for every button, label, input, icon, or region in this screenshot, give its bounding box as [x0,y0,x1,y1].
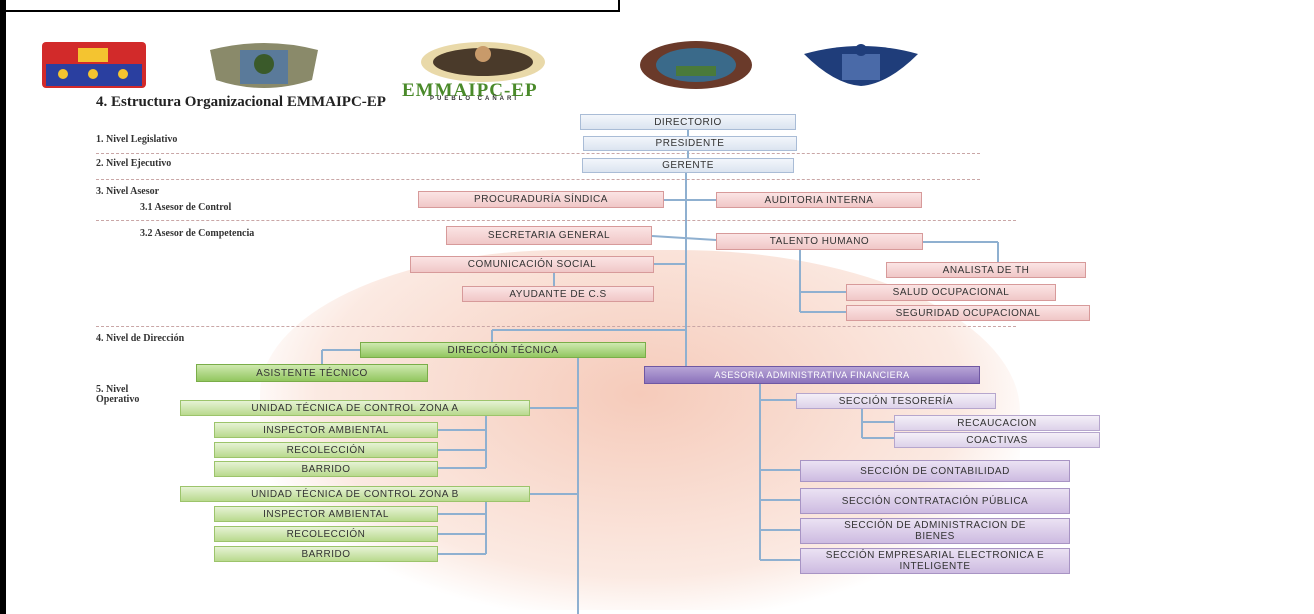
box-inspector-b: INSPECTOR AMBIENTAL [214,506,438,522]
box-salud: SALUD OCUPACIONAL [846,284,1056,301]
box-auditoria: AUDITORIA INTERNA [716,192,922,208]
box-recaucacion: RECAUCACION [894,415,1100,431]
box-talento-humano: TALENTO HUMANO [716,233,923,250]
level-legislativo: 1. Nivel Legislativo [96,134,178,145]
box-inspector-a: INSPECTOR AMBIENTAL [214,422,438,438]
box-coactivas: COACTIVAS [894,432,1100,448]
level-asesor-control: 3.1 Asesor de Control [140,202,232,213]
separator-3 [96,220,1016,221]
box-tesoreria: SECCIÓN TESORERÍA [796,393,996,409]
level-operativo-1: 5. Nivel [96,384,129,395]
box-seguridad: SEGURIDAD OCUPACIONAL [846,305,1090,321]
box-zona-b: UNIDAD TÉCNICA DE CONTROL ZONA B [180,486,530,502]
level-asesor-competencia: 3.2 Asesor de Competencia [140,228,255,239]
box-contratacion: SECCIÓN CONTRATACIÓN PÚBLICA [800,488,1070,514]
box-ayudante: AYUDANTE DE C.S [462,286,654,302]
brand-name: EMMAIPC-EP [402,80,538,101]
box-comunicacion: COMUNICACIÓN SOCIAL [410,256,654,273]
box-directorio: DIRECTORIO [580,114,796,130]
coat-of-arms-logo-2 [210,43,318,88]
level-operativo-2: Operativo [96,394,140,405]
box-barrido-a: BARRIDO [214,461,438,477]
brand-subtitle: PUEBLO CAÑARI [430,96,520,102]
coat-of-arms-logo-1 [42,42,146,88]
box-gerente: GERENTE [582,158,794,173]
separator-4 [96,326,1016,327]
box-contabilidad: SECCIÓN DE CONTABILIDAD [800,460,1070,482]
page-frame-left [0,0,6,614]
box-procuraduria: PROCURADURÍA SÍNDICA [418,191,664,208]
box-secretaria: SECRETARIA GENERAL [446,226,652,245]
box-recoleccion-b: RECOLECCIÓN [214,526,438,542]
separator-1 [96,153,980,154]
box-asistente: ASISTENTE TÉCNICO [196,364,428,382]
emmaipc-mascot-logo [421,42,545,82]
box-asesoria: ASESORIA ADMINISTRATIVA FINANCIERA [644,366,980,384]
level-direccion: 4. Nivel de Dirección [96,333,185,344]
box-bienes: SECCIÓN DE ADMINISTRACION DE BIENES [800,518,1070,544]
box-presidente: PRESIDENTE [583,136,797,151]
coat-of-arms-logo-3 [640,41,752,89]
box-recoleccion-a: RECOLECCIÓN [214,442,438,458]
level-ejecutivo: 2. Nivel Ejecutivo [96,158,172,169]
page-title: 4. Estructura Organizacional EMMAIPC-EP [96,94,386,110]
box-barrido-b: BARRIDO [214,546,438,562]
level-asesor: 3. Nivel Asesor [96,186,160,197]
box-zona-a: UNIDAD TÉCNICA DE CONTROL ZONA A [180,400,530,416]
box-direccion-tecnica: DIRECCIÓN TÉCNICA [360,342,646,358]
box-empresarial: SECCIÓN EMPRESARIAL ELECTRONICA E INTELI… [800,548,1070,574]
coat-of-arms-logo-4 [804,44,918,86]
separator-2 [96,179,980,180]
box-analista: ANALISTA DE TH [886,262,1086,278]
